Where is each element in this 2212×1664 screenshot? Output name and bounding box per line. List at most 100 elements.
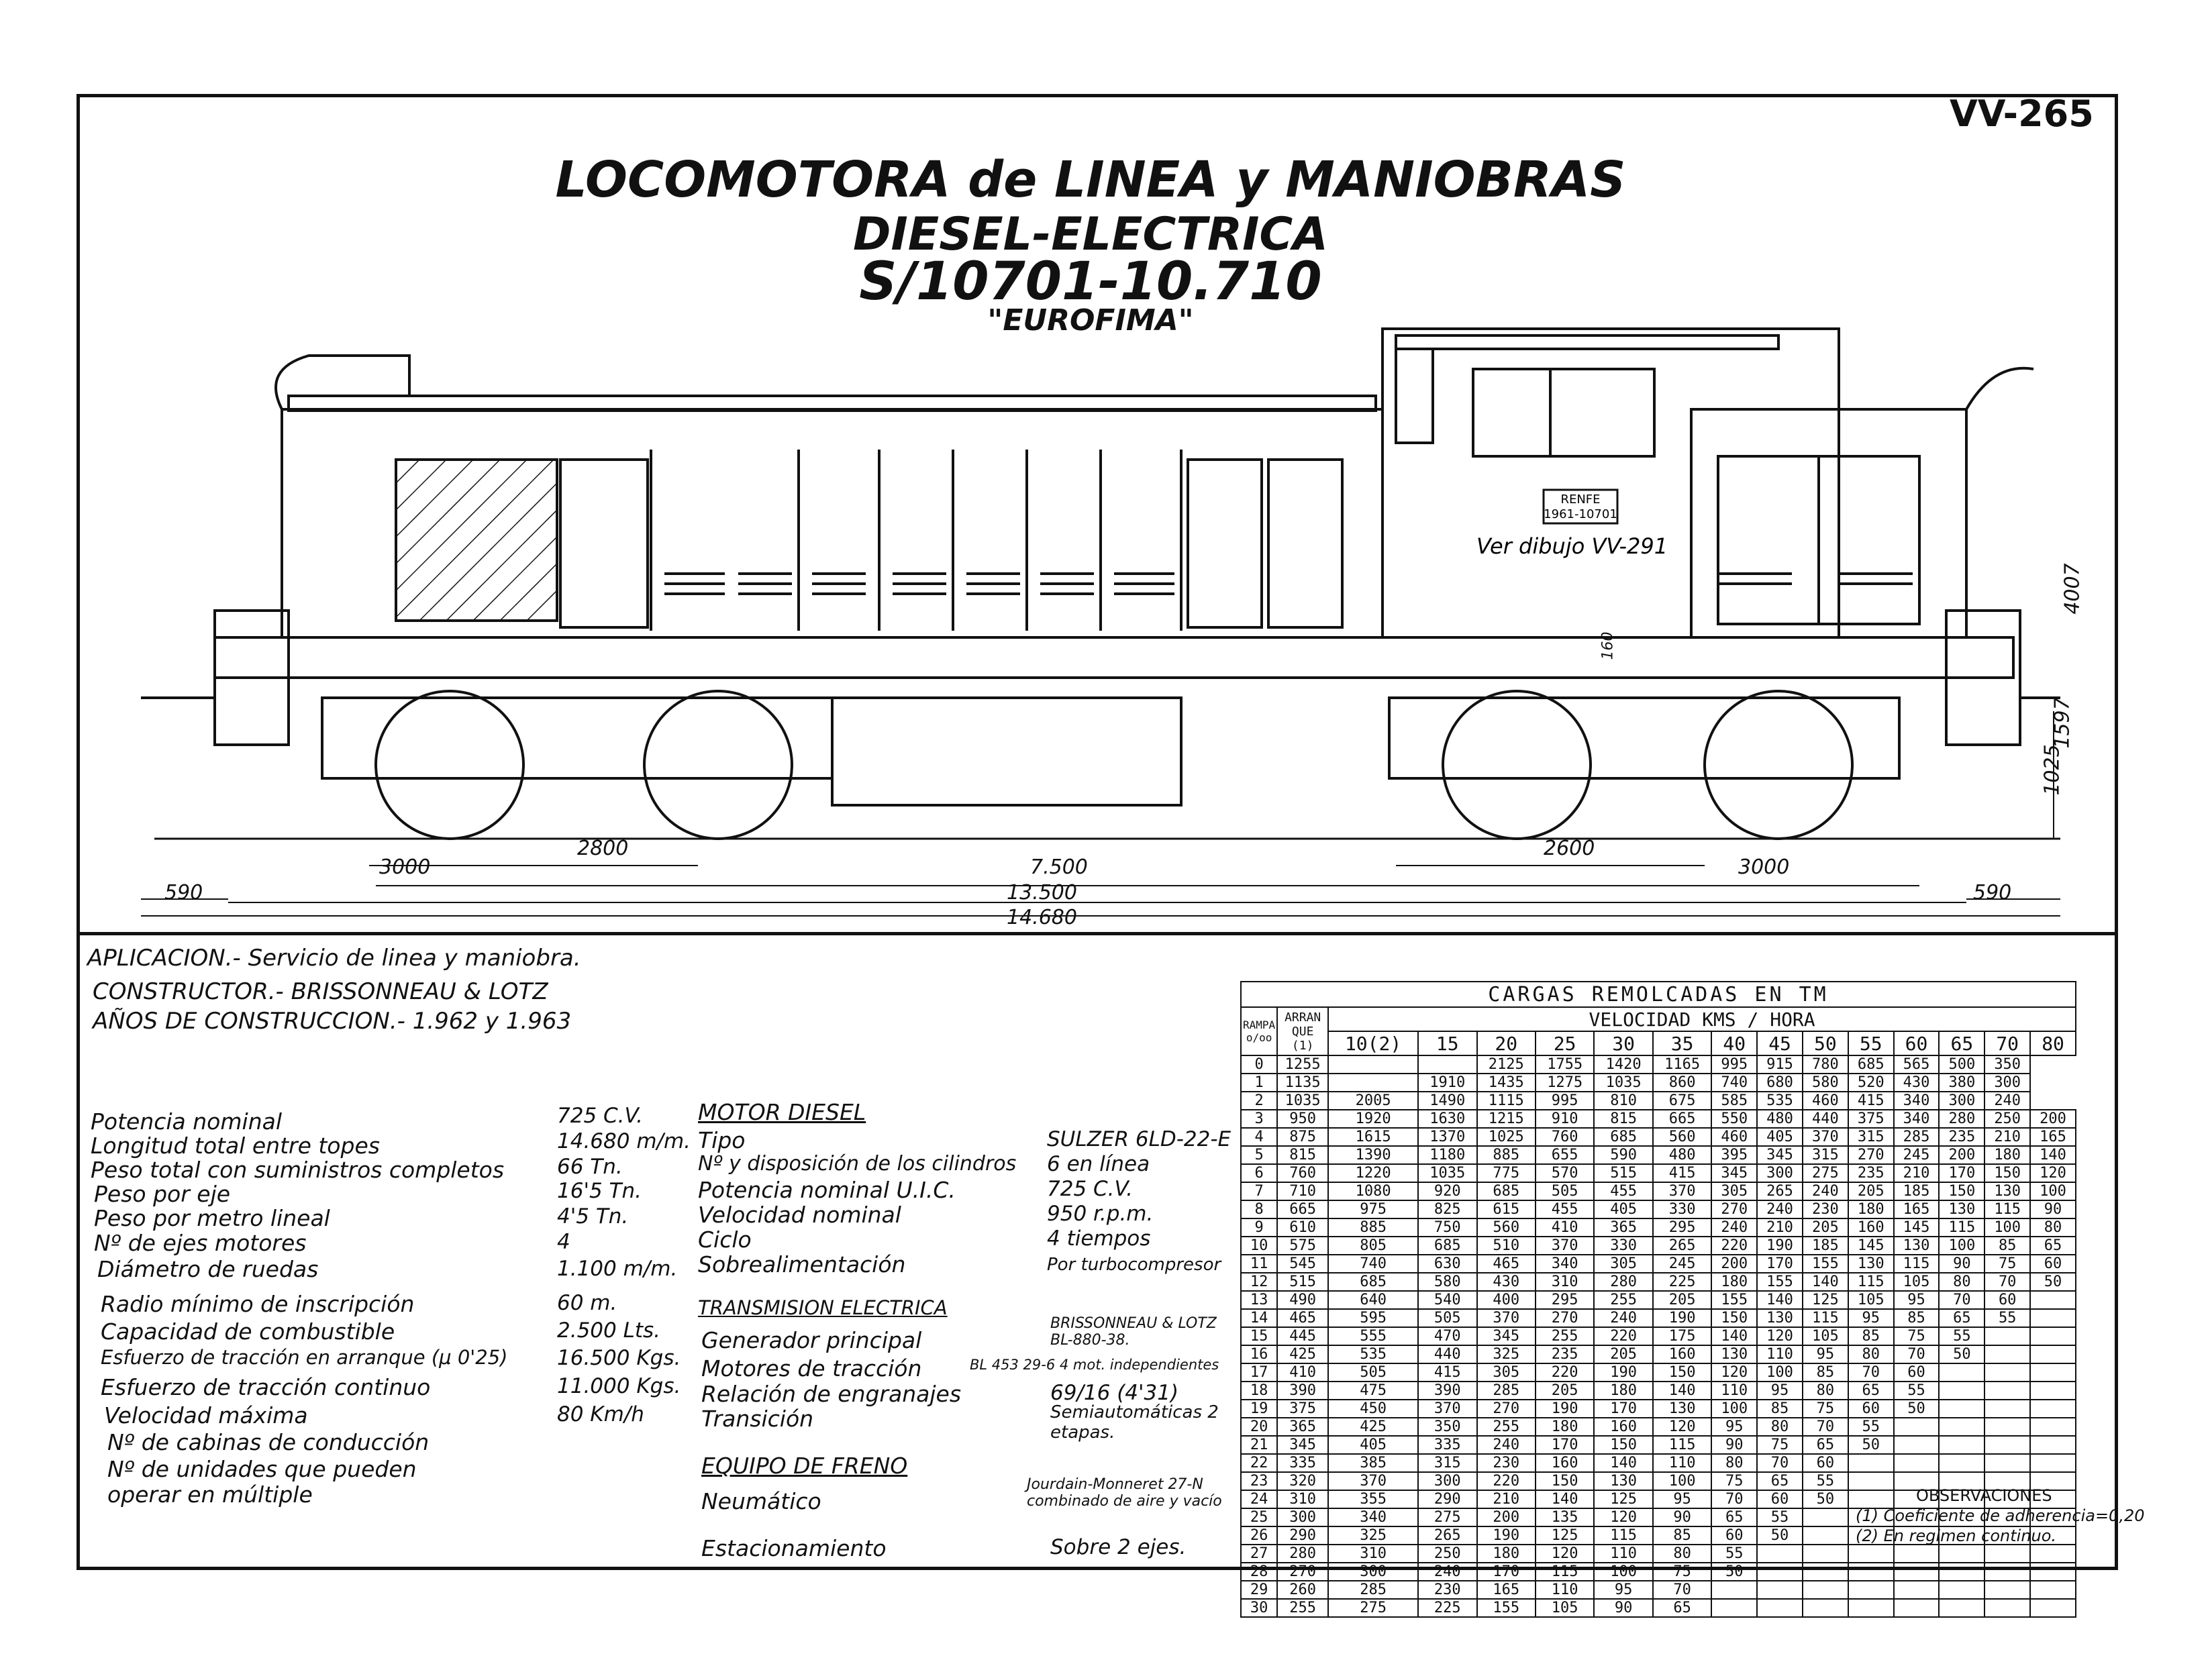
load-cell: 340	[1327, 1508, 1419, 1527]
load-cell: 300	[1756, 1163, 1803, 1183]
spec-label-3: Peso por eje	[94, 1181, 231, 1207]
dim-4007: 4007	[2060, 563, 2084, 615]
load-cell: 55	[1984, 1308, 2031, 1328]
dim-590-front: 590	[164, 881, 203, 904]
spec-label-4: Peso por metro lineal	[94, 1205, 330, 1231]
load-cell: 305	[1476, 1363, 1536, 1382]
load-cell: 750	[1417, 1218, 1478, 1237]
load-cell: 65	[2029, 1236, 2076, 1255]
load-cell: 155	[1711, 1290, 1758, 1310]
load-cell: 180	[1476, 1544, 1536, 1563]
rampa-cell: 25	[1240, 1508, 1278, 1527]
load-cell: 50	[1938, 1345, 1986, 1364]
load-cell: 665	[1652, 1109, 1713, 1129]
load-cell: 275	[1801, 1163, 1849, 1183]
load-cell: 185	[1893, 1182, 1940, 1201]
load-cell: 185	[1801, 1236, 1849, 1255]
trans-value-0: BRISSONNEAU & LOTZ BL-880-38.	[1050, 1315, 1217, 1349]
load-cell	[2029, 1598, 2076, 1618]
motor-label-1: Nº y disposición de los cilindros	[698, 1152, 1017, 1176]
load-cell: 260	[1276, 1580, 1329, 1600]
motor-label-0: Tipo	[698, 1127, 746, 1153]
motor-value-3: 950 r.p.m.	[1047, 1202, 1154, 1226]
spec-label-10: Esfuerzo de tracción continuo	[101, 1374, 431, 1400]
load-cell: 150	[1593, 1435, 1654, 1455]
rampa-cell: 26	[1240, 1526, 1278, 1545]
load-cell: 430	[1893, 1073, 1940, 1092]
load-cell: 85	[1756, 1399, 1803, 1418]
load-cell	[2029, 1399, 2076, 1418]
load-cell	[1984, 1453, 2031, 1473]
load-cell: 590	[1593, 1145, 1654, 1165]
load-cell: 1435	[1476, 1073, 1536, 1092]
load-cell: 240	[1756, 1200, 1803, 1219]
load-cell: 55	[1711, 1544, 1758, 1563]
load-cell	[1847, 1453, 1895, 1473]
load-cell: 1035	[1593, 1073, 1654, 1092]
cargas-table: CARGAS REMOLCADAS EN TM RAMPA o/oo ARRAN…	[1240, 981, 2076, 1618]
load-cell: 240	[1711, 1218, 1758, 1237]
load-cell: 515	[1276, 1272, 1329, 1292]
load-cell: 55	[1801, 1471, 1849, 1491]
load-cell: 240	[1593, 1308, 1654, 1328]
load-cell: 315	[1801, 1145, 1849, 1165]
load-cell: 210	[1476, 1490, 1536, 1509]
load-cell: 80	[1652, 1544, 1713, 1563]
rampa-cell: 16	[1240, 1345, 1278, 1364]
load-cell: 1215	[1476, 1109, 1536, 1129]
load-cell	[2029, 1290, 2076, 1310]
load-cell: 300	[1984, 1073, 2031, 1092]
velocidad-header: VELOCIDAD KMS / HORA	[1327, 1006, 2076, 1032]
load-cell: 920	[1417, 1182, 1478, 1201]
load-cell: 875	[1276, 1127, 1329, 1147]
load-cell: 480	[1652, 1145, 1713, 1165]
load-cell: 395	[1711, 1145, 1758, 1165]
load-cell: 100	[1984, 1218, 2031, 1237]
load-cell	[1847, 1598, 1895, 1618]
arranque-header: ARRAN QUE (1)	[1276, 1006, 1329, 1056]
load-cell: 60	[1756, 1490, 1803, 1509]
load-cell	[1984, 1580, 2031, 1600]
load-cell	[2029, 1580, 2076, 1600]
load-cell: 120	[2029, 1163, 2076, 1183]
load-cell: 205	[1801, 1218, 1849, 1237]
load-cell	[2029, 1435, 2076, 1455]
load-cell: 995	[1711, 1055, 1758, 1074]
load-cell: 685	[1593, 1127, 1654, 1147]
dim-2600: 2600	[1544, 837, 1595, 860]
divider-line	[77, 932, 2118, 935]
load-cell: 275	[1327, 1598, 1419, 1618]
motor-value-5: Por turbocompresor	[1047, 1255, 1221, 1275]
aplicacion-line: APLICACION.- Servicio de linea y maniobr…	[87, 945, 581, 972]
load-cell: 405	[1756, 1127, 1803, 1147]
load-cell: 355	[1327, 1490, 1419, 1509]
motor-label-2: Potencia nominal U.I.C.	[698, 1177, 956, 1203]
load-cell: 455	[1534, 1200, 1595, 1219]
rampa-cell: 22	[1240, 1453, 1278, 1473]
load-cell: 370	[1652, 1182, 1713, 1201]
load-cell	[1893, 1544, 1940, 1563]
load-cell: 2125	[1476, 1055, 1536, 1074]
load-cell	[2029, 1381, 2076, 1400]
load-cell: 535	[1756, 1091, 1803, 1110]
load-cell: 1615	[1327, 1127, 1419, 1147]
load-cell: 85	[1893, 1308, 1940, 1328]
load-cell	[1984, 1544, 2031, 1563]
load-cell	[1938, 1580, 1986, 1600]
load-cell: 250	[1417, 1544, 1478, 1563]
load-cell: 305	[1593, 1254, 1654, 1273]
load-cell: 80	[1711, 1453, 1758, 1473]
load-cell: 110	[1534, 1580, 1595, 1600]
load-cell: 155	[1801, 1254, 1849, 1273]
load-cell: 400	[1476, 1290, 1536, 1310]
load-cell: 105	[1847, 1290, 1895, 1310]
load-cell	[2029, 1526, 2076, 1545]
spec-label-9: Esfuerzo de tracción en arranque (μ 0'25…	[101, 1346, 508, 1369]
load-cell: 190	[1476, 1526, 1536, 1545]
